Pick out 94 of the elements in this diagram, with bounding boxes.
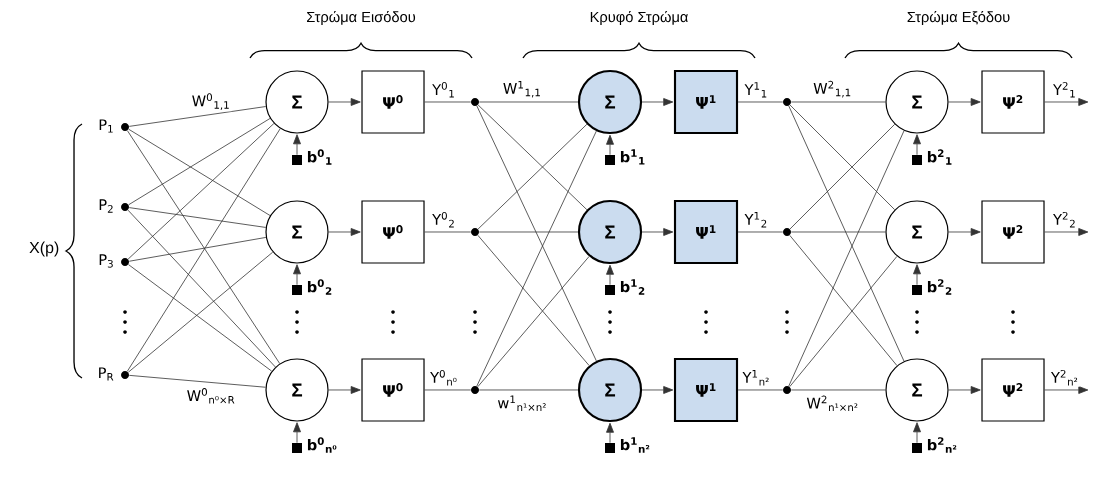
arrow [948, 98, 981, 106]
connection-line [128, 374, 266, 388]
connection-line [424, 389, 472, 391]
edge-label: Y$^{0}$n⁰ [428, 368, 459, 387]
arrow [1044, 228, 1089, 236]
arrow [293, 134, 301, 156]
bias-label: b$^{2}$n² [927, 437, 957, 453]
connection-line [788, 130, 905, 387]
bias-label: b$^{0}$n⁰ [307, 437, 337, 453]
connection-line [476, 105, 597, 362]
input-label: P$_{3}$ [99, 254, 113, 268]
connection-line [477, 104, 588, 211]
connection-line [424, 231, 472, 233]
edge-label: W$^{2}$1,1 [811, 79, 854, 99]
arrow [641, 386, 674, 394]
arrow [328, 386, 361, 394]
connection-line [789, 104, 896, 211]
edge-label: Y$^{1}$n² [741, 368, 772, 387]
arrow [1044, 386, 1089, 394]
arrow [948, 386, 981, 394]
connection-line [789, 234, 898, 366]
activation-box: Ψ$^{0}$ [361, 358, 425, 422]
connection-line [789, 256, 898, 388]
edge-label: w$^{1}$n¹×n² [496, 394, 549, 413]
edge-label: W$^{2}$n¹×n² [805, 394, 860, 413]
arrow [641, 98, 674, 106]
connection-line [477, 234, 590, 366]
edge-label: W$^{1}$1,1 [501, 79, 543, 99]
connection-line [128, 106, 267, 127]
connection-line [128, 207, 267, 228]
bias-label: b$^{2}$1 [927, 149, 952, 165]
activation-box: Ψ$^{2}$ [981, 70, 1045, 134]
edge-label: W$^{0}$n⁰×R [185, 386, 237, 405]
edge-label: W$^{0}$1,1 [190, 92, 232, 112]
edge-label: Y$^{0}$1 [430, 80, 457, 99]
bias-label: b$^{1}$n² [620, 437, 650, 453]
connection-line [424, 101, 472, 103]
input-label: P$_{1}$ [99, 119, 113, 133]
arrow [606, 422, 614, 444]
arrow [948, 228, 981, 236]
activation-box: Ψ$^{0}$ [361, 200, 425, 264]
edge-label: Y$^{1}$1 [743, 80, 770, 99]
arrow [1044, 98, 1089, 106]
connection-line [737, 389, 784, 391]
bias-label: b$^{1}$1 [620, 149, 645, 165]
connection-line [128, 128, 271, 216]
activation-box: Ψ$^{1}$ [673, 199, 739, 265]
arrow [606, 264, 614, 286]
arrow [913, 422, 921, 444]
layer-heading: Στρώμα Εξόδου [907, 10, 1010, 25]
input-vector-label: X(p) [29, 241, 59, 257]
connection-line [790, 101, 886, 103]
connection-line [790, 231, 886, 233]
connection-line [737, 231, 784, 233]
arrow [293, 264, 301, 286]
layer-heading: Στρώμα Εισόδου [307, 10, 416, 25]
arrow [913, 134, 921, 156]
connection-line [127, 123, 275, 260]
edge-label: Y$^{1}$2 [743, 210, 770, 229]
connection-line [478, 231, 579, 233]
connection-line [127, 209, 276, 368]
edge-label: Y$^{0}$2 [430, 210, 457, 229]
arrow [913, 264, 921, 286]
bias-label: b$^{0}$2 [307, 279, 332, 295]
edge-label: Y$^{2}$n² [1049, 368, 1080, 387]
connection-line [788, 105, 905, 362]
connection-line [128, 237, 267, 262]
arrow [328, 228, 361, 236]
edge-label: Y$^{2}$2 [1051, 210, 1078, 229]
connection-line [477, 123, 588, 230]
activation-box: Ψ$^{2}$ [981, 358, 1045, 422]
connection-line [789, 123, 896, 230]
arrow [606, 134, 614, 156]
arrow [328, 98, 361, 106]
activation-box: Ψ$^{2}$ [981, 200, 1045, 264]
activation-box: Ψ$^{1}$ [673, 69, 739, 135]
connection-line [737, 101, 784, 103]
bias-label: b$^{1}$2 [620, 279, 645, 295]
bias-label: b$^{0}$1 [307, 149, 332, 165]
activation-box: Ψ$^{0}$ [361, 70, 425, 134]
layer-heading: Κρυφό Στρώμα [590, 10, 688, 25]
connection-line [128, 118, 271, 206]
connection-line [790, 389, 886, 391]
bias-label: b$^{2}$2 [927, 279, 952, 295]
connection-line [478, 101, 579, 103]
activation-box: Ψ$^{1}$ [673, 357, 739, 423]
connection-line [476, 130, 597, 387]
input-label: P$_{R}$ [99, 367, 114, 381]
connection-line [477, 255, 590, 388]
input-label: P$_{2}$ [99, 199, 113, 213]
arrow [641, 228, 674, 236]
arrow [293, 422, 301, 444]
edge-label: Y$^{2}$1 [1051, 80, 1078, 99]
connection-line [478, 389, 579, 391]
